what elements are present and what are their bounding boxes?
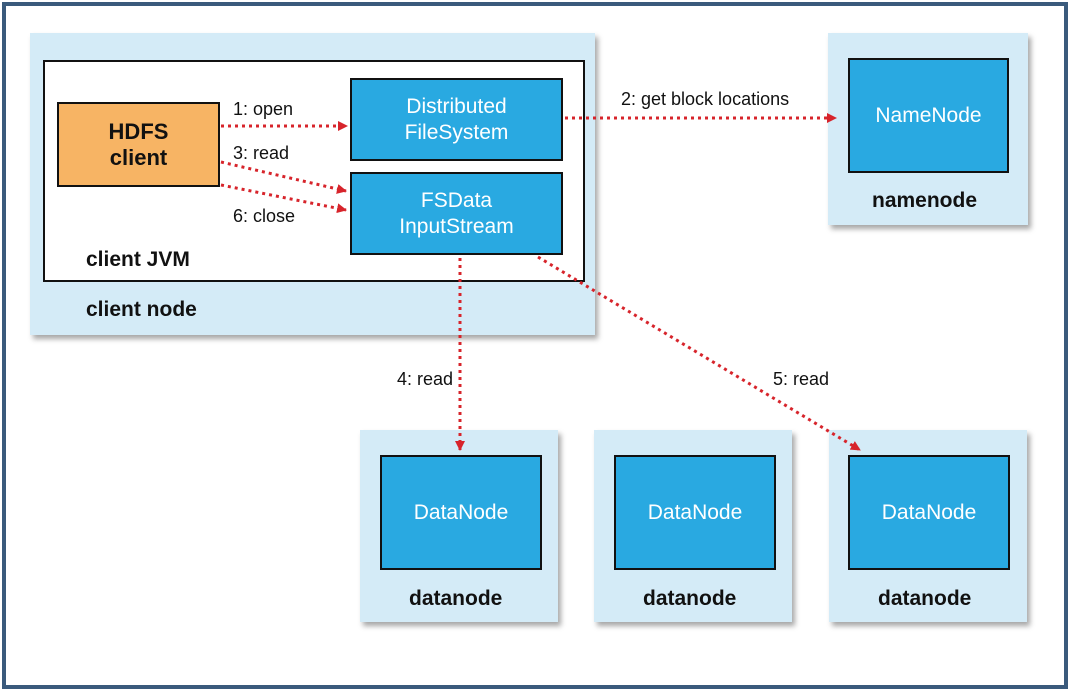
client-jvm-label: client JVM — [86, 248, 190, 271]
label-close: 6: close — [233, 206, 296, 226]
label-read-4: 4: read — [397, 369, 454, 389]
label-open: 1: open — [233, 99, 294, 119]
datanode-box-2: DataNode — [614, 455, 776, 570]
namenode-label: namenode — [872, 189, 978, 212]
arrow-read-3 — [220, 160, 347, 194]
distributed-filesystem-box: Distributed FileSystem — [350, 78, 563, 161]
fsdata-inputstream-box: FSData InputStream — [350, 172, 563, 255]
datanode-label-3: datanode — [878, 587, 972, 610]
label-read-5: 5: read — [773, 369, 830, 389]
client-node-label: client node — [86, 298, 197, 321]
datanode-box-1: DataNode — [380, 455, 542, 570]
datanode-box-3: DataNode — [848, 455, 1010, 570]
arrow-read-5 — [537, 255, 861, 452]
namenode-box: NameNode — [848, 58, 1009, 173]
datanode-label-1: datanode — [409, 587, 503, 610]
arrow-close — [220, 183, 347, 214]
datanode-label-2: datanode — [643, 587, 737, 610]
hdfs-client-box: HDFS client — [57, 102, 220, 187]
label-get-block-locations: 2: get block locations — [621, 89, 790, 109]
label-read-3: 3: read — [233, 143, 290, 163]
